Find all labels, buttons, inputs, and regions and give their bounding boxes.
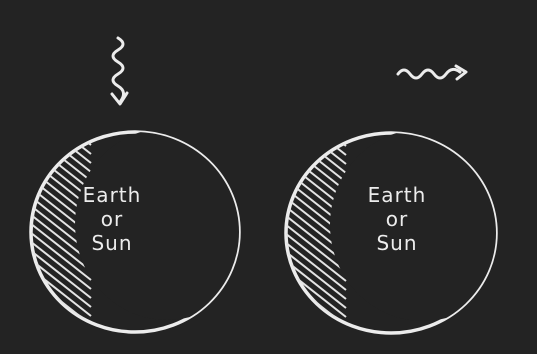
- hatch-stroke: [276, 37, 346, 92]
- hatch-stroke: [21, 90, 91, 145]
- hatch-stroke: [21, 54, 91, 109]
- wavy-arrow-right-icon: [398, 66, 466, 79]
- right-label-line2: or: [352, 207, 442, 231]
- hatch-stroke: [21, 63, 91, 118]
- left-label-line1: Earth: [72, 183, 152, 207]
- hatch-stroke: [21, 72, 91, 127]
- right-body-label: Earth or Sun: [352, 183, 442, 255]
- hatch-stroke: [276, 64, 346, 119]
- hatch-stroke: [21, 81, 91, 136]
- left-label-line2: or: [72, 207, 152, 231]
- wavy-arrow-down-icon: [112, 38, 127, 104]
- left-label-line3: Sun: [72, 231, 152, 255]
- hatch-stroke: [21, 45, 91, 100]
- hatch-stroke: [21, 36, 91, 91]
- left-body-label: Earth or Sun: [72, 183, 152, 255]
- hatch-stroke: [21, 108, 91, 163]
- hatch-stroke: [276, 118, 346, 173]
- right-label-line1: Earth: [352, 183, 442, 207]
- hatch-stroke: [276, 109, 346, 164]
- hatch-stroke: [276, 55, 346, 110]
- right-label-line3: Sun: [352, 231, 442, 255]
- hatch-stroke: [21, 117, 91, 172]
- hatch-stroke: [276, 91, 346, 146]
- hatch-stroke: [276, 46, 346, 101]
- hatch-stroke: [276, 82, 346, 137]
- hatch-stroke: [276, 73, 346, 128]
